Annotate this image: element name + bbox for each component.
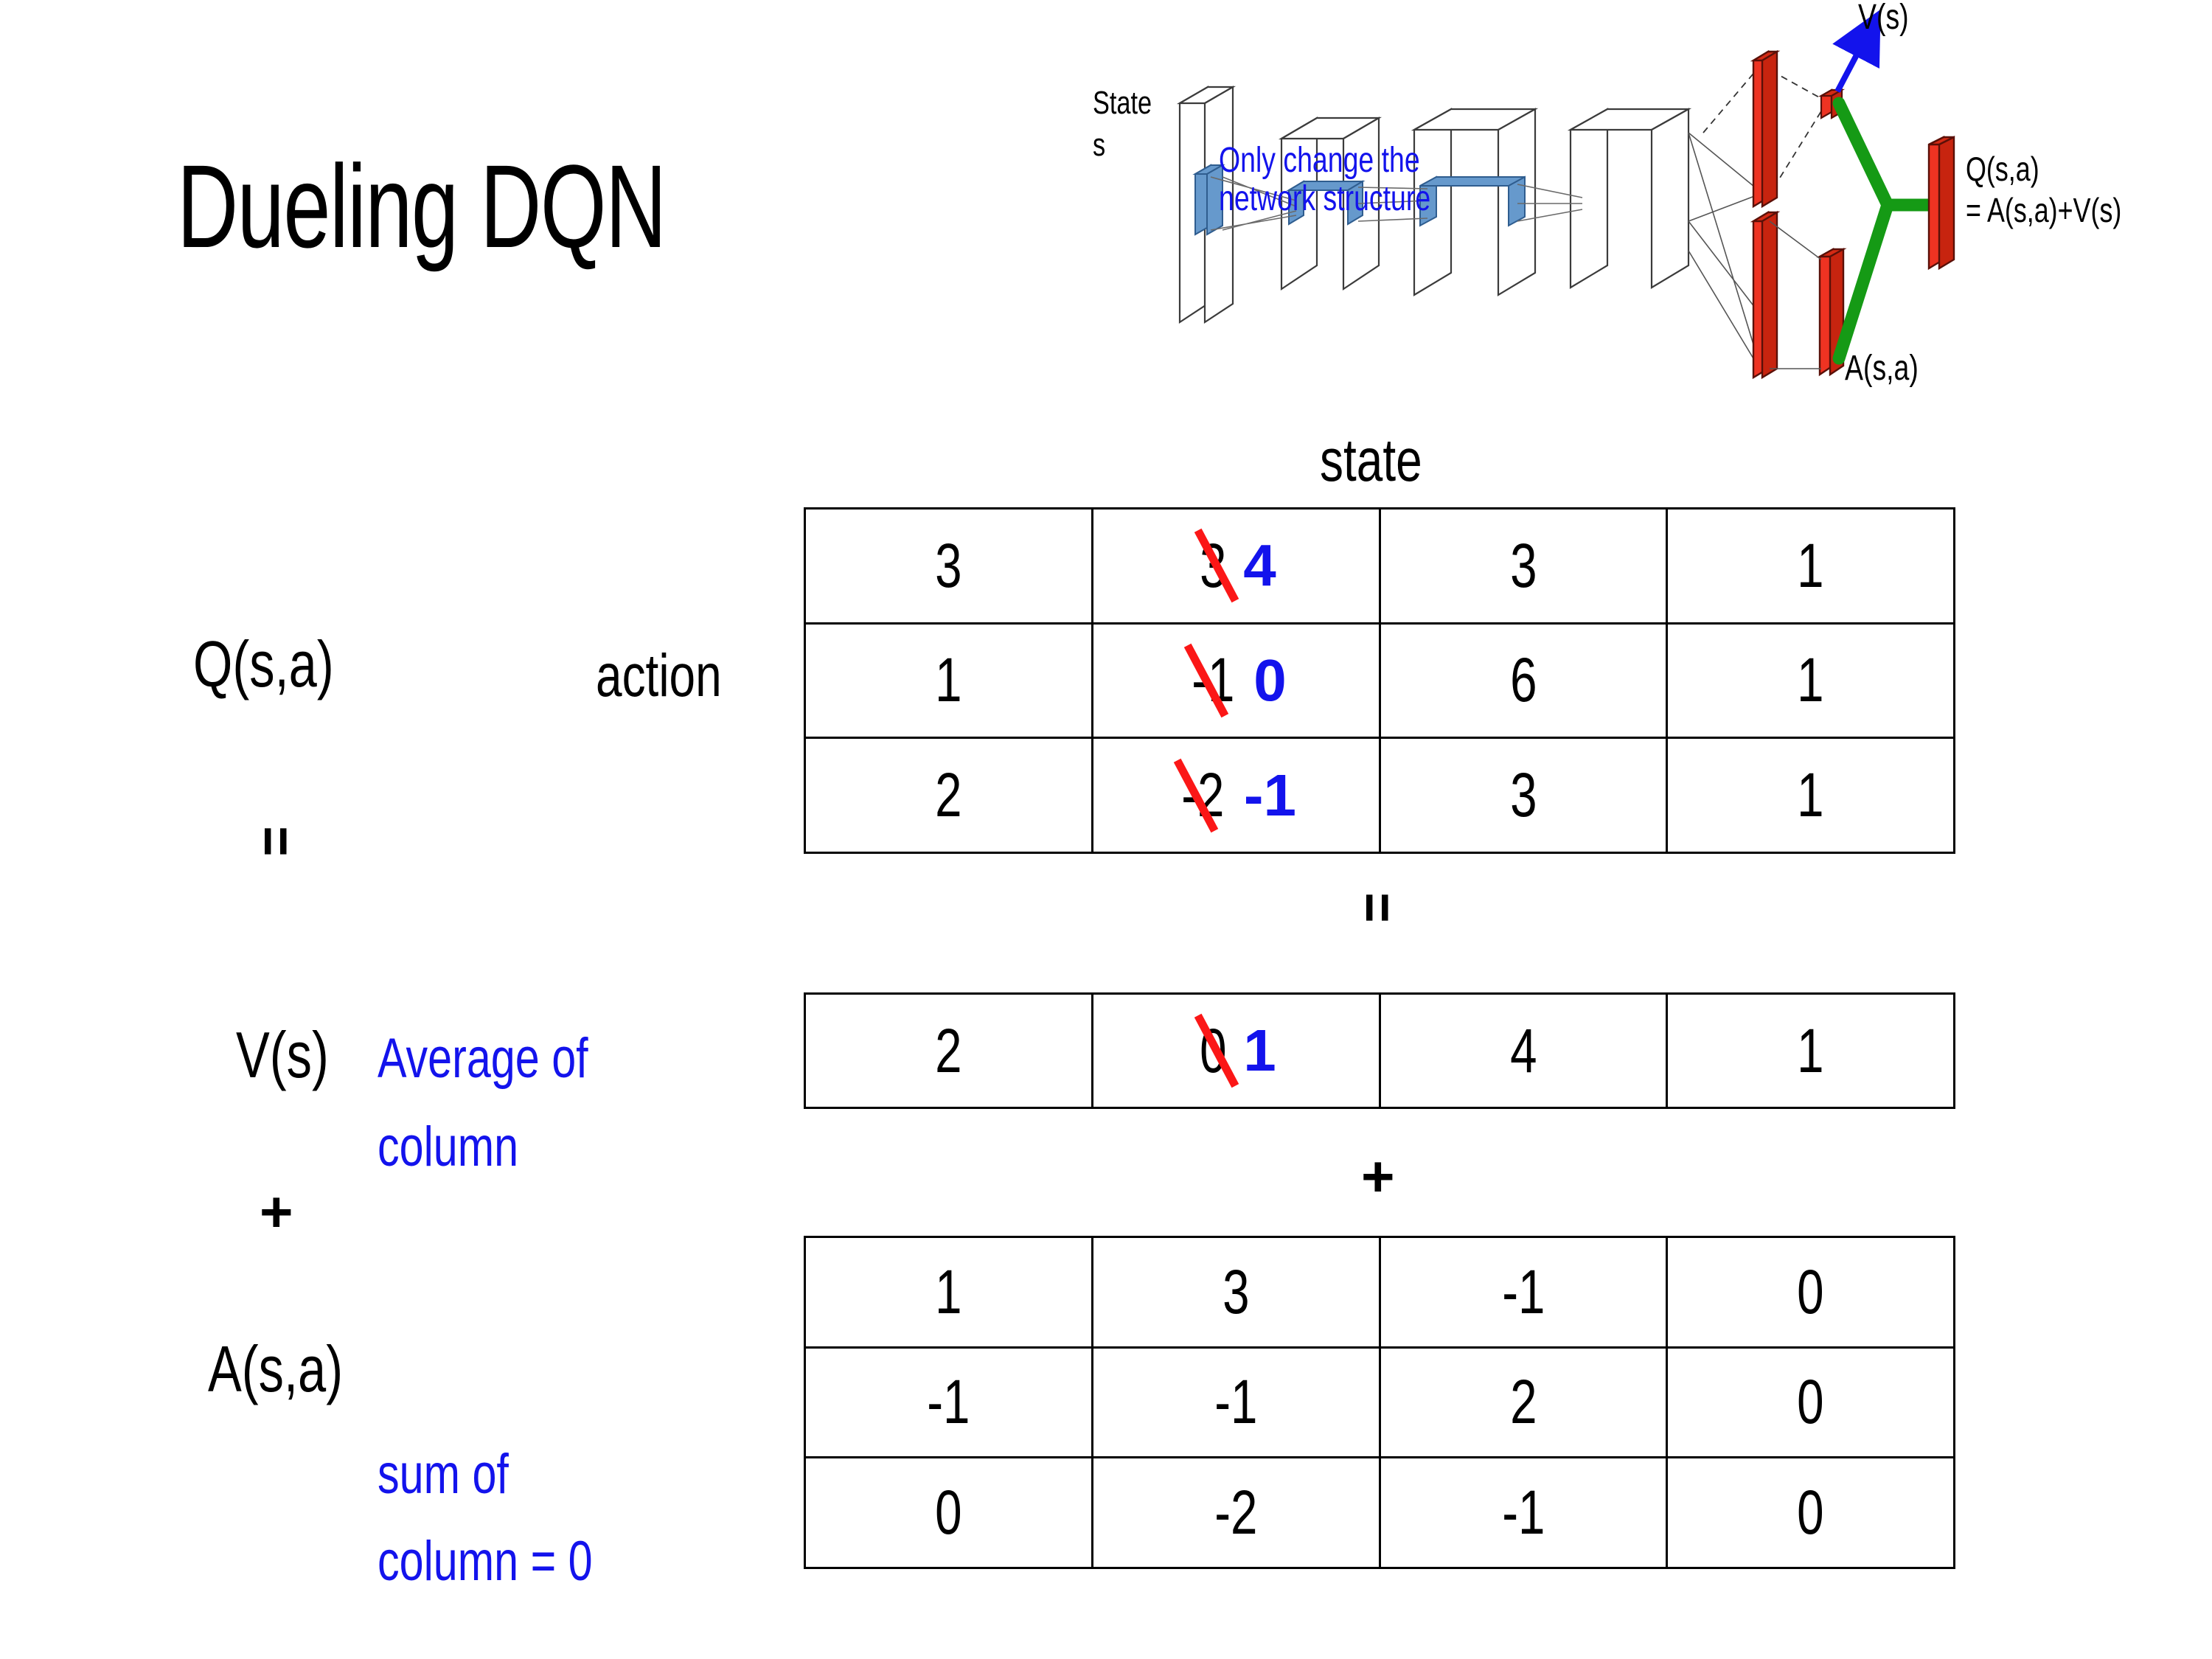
- table-row: 3 3 4 3 1: [804, 507, 1955, 625]
- diagram-note-line1: Only change the: [1219, 141, 1420, 180]
- q-cell-r1c1-old: -1: [1191, 645, 1235, 715]
- dueling-network-diagram: State s Only change the network structur…: [1093, 0, 2212, 413]
- q-table: 3 3 4 3 1 1 -1 0: [804, 507, 1955, 854]
- q-cell-r1c1-new: 0: [1253, 647, 1287, 713]
- v-cell-c2: 4: [1378, 992, 1669, 1109]
- table-row: 1 3 -1 0: [804, 1236, 1955, 1349]
- plus-mid: +: [1361, 1144, 1395, 1208]
- average-note-line2: column: [378, 1116, 519, 1178]
- table-row: 1 -1 0 6 1: [804, 622, 1955, 740]
- table-row: 2 -2 -1 3 1: [804, 737, 1955, 854]
- diagram-output-label-formula: = A(s,a)+V(s): [1966, 191, 2122, 229]
- a-cell-r0c1: 3: [1091, 1236, 1381, 1349]
- diagram-value-stream-label: V(s): [1858, 0, 1909, 37]
- a-cell-r1c0: -1: [804, 1346, 1093, 1459]
- a-cell-r0c0: 1: [804, 1236, 1093, 1349]
- diagram-advantage-stream-label: A(s,a): [1845, 349, 1919, 388]
- diagram-input-label-s: s: [1093, 127, 1106, 163]
- q-cell-r2c3: 1: [1666, 737, 1955, 854]
- q-table-label: Q(s,a): [193, 627, 334, 700]
- plus-left: +: [260, 1179, 293, 1244]
- q-cell-r2c0: 2: [804, 737, 1093, 854]
- q-cell-r0c2: 3: [1378, 507, 1669, 625]
- page-title: Dueling DQN: [177, 140, 667, 272]
- q-cell-r1c0: 1: [804, 622, 1093, 740]
- q-cell-r0c1-edited: 3 4: [1091, 507, 1381, 625]
- sum-note-line2: column = 0: [378, 1530, 593, 1593]
- a-cell-r0c2: -1: [1378, 1236, 1669, 1349]
- q-cell-r2c2: 3: [1378, 737, 1669, 854]
- a-cell-r2c2: -1: [1378, 1456, 1669, 1569]
- a-cell-r2c3: 0: [1666, 1456, 1955, 1569]
- v-cell-c1-new: 1: [1243, 1018, 1276, 1083]
- q-cell-r0c1-old: 3: [1199, 530, 1227, 600]
- axis-label-state: state: [1320, 427, 1422, 494]
- a-table-label: A(s,a): [208, 1332, 344, 1405]
- a-cell-r2c0: 0: [804, 1456, 1093, 1569]
- a-cell-r1c2: 2: [1378, 1346, 1669, 1459]
- a-cell-r0c3: 0: [1666, 1236, 1955, 1349]
- q-cell-r1c1-edited: -1 0: [1091, 622, 1381, 740]
- v-cell-c1-old: 0: [1199, 1015, 1227, 1085]
- a-table: 1 3 -1 0 -1 -1 2 0 0 -2 -1 0: [804, 1236, 1955, 1569]
- v-cell-c1-edited: 0 1: [1091, 992, 1381, 1109]
- q-cell-r1c2: 6: [1378, 622, 1669, 740]
- sum-note-line1: sum of: [378, 1443, 509, 1506]
- diagram-input-label-state: State: [1093, 85, 1152, 121]
- q-cell-r1c3: 1: [1666, 622, 1955, 740]
- q-cell-r0c3: 1: [1666, 507, 1955, 625]
- average-note-line1: Average of: [378, 1027, 588, 1090]
- v-table: 2 0 1 4 1: [804, 992, 1955, 1109]
- table-row: 0 -2 -1 0: [804, 1456, 1955, 1569]
- q-cell-r0c1-new: 4: [1243, 532, 1276, 599]
- q-cell-r2c1-edited: -2 -1: [1091, 737, 1381, 854]
- a-cell-r1c1: -1: [1091, 1346, 1381, 1459]
- a-cell-r1c3: 0: [1666, 1346, 1955, 1459]
- v-cell-c0: 2: [804, 992, 1093, 1109]
- a-cell-r2c1: -2: [1091, 1456, 1381, 1569]
- v-cell-c3: 1: [1666, 992, 1955, 1109]
- equals-mid: =: [1345, 892, 1411, 923]
- axis-label-action: action: [596, 642, 722, 709]
- q-cell-r2c1-old: -2: [1181, 760, 1225, 830]
- diagram-output-label-q: Q(s,a): [1966, 150, 2039, 188]
- table-row: 2 0 1 4 1: [804, 992, 1955, 1109]
- v-table-label: V(s): [236, 1018, 329, 1091]
- q-cell-r0c0: 3: [804, 507, 1093, 625]
- diagram-note-line2: network structure: [1219, 179, 1431, 218]
- q-cell-r2c1-new: -1: [1243, 762, 1297, 828]
- table-row: -1 -1 2 0: [804, 1346, 1955, 1459]
- equals-left-upper: =: [243, 826, 309, 857]
